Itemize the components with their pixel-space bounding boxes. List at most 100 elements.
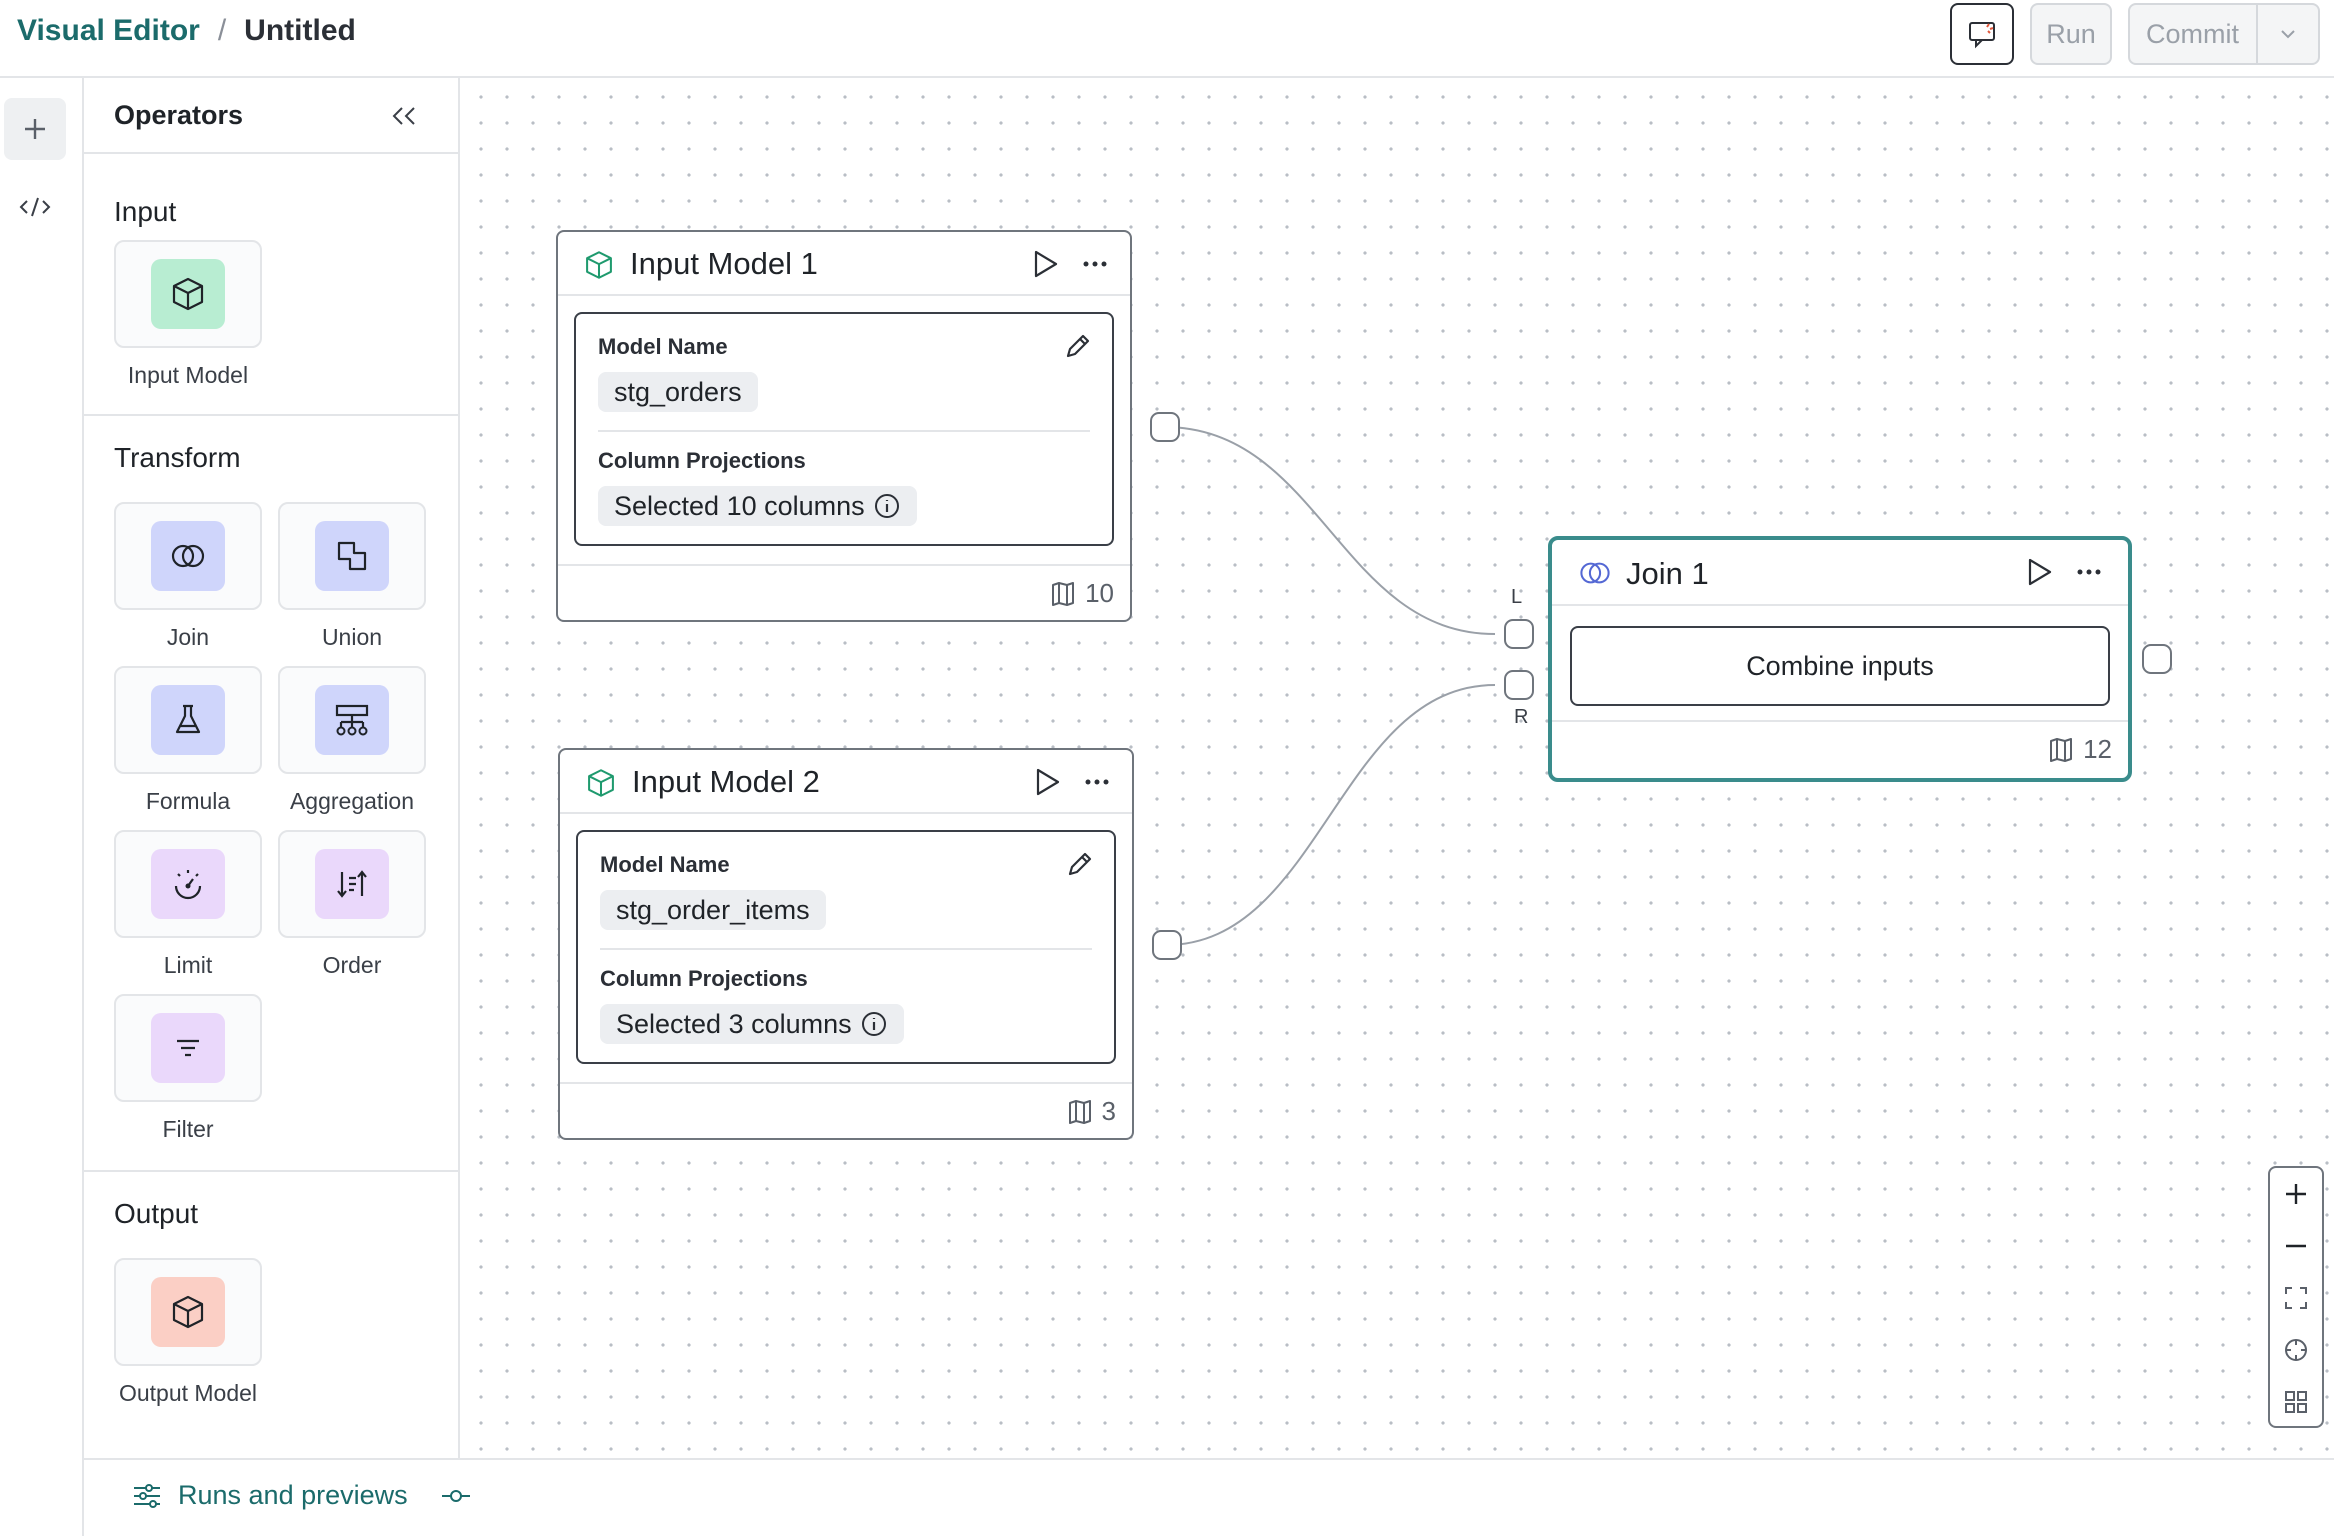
column-count-value: 10 (1085, 578, 1114, 608)
column-count-value: 3 (1101, 1096, 1116, 1126)
pencil-icon[interactable] (1064, 848, 1096, 880)
output-port-join-1[interactable] (2142, 644, 2172, 674)
crosshair-icon (2285, 1339, 2307, 1361)
section-title-input: Input (114, 196, 177, 227)
zoom-in-button[interactable] (2270, 1168, 2322, 1220)
left-port-label: L (1511, 586, 1523, 608)
operator-tile[interactable] (114, 666, 262, 774)
node-input-model-2[interactable]: Input Model 2 Model Name stg_order_items… (558, 748, 1134, 1140)
chevron-down-icon (2281, 30, 2295, 39)
column-projections-label: Column Projections (598, 448, 806, 473)
model-name-chip: stg_order_items (600, 890, 826, 930)
pin-panel-icon[interactable] (440, 1484, 472, 1508)
operator-tile[interactable] (278, 830, 426, 938)
add-operator-button[interactable] (4, 98, 66, 160)
operator-input-model[interactable]: Input Model (114, 240, 262, 389)
info-icon[interactable] (873, 492, 901, 520)
operator-tile[interactable] (114, 1258, 262, 1366)
operator-tile[interactable] (114, 830, 262, 938)
transform-section: Transform Join Union Form (84, 416, 458, 1172)
operator-tile[interactable] (114, 994, 262, 1102)
left-rail (0, 78, 84, 1536)
operator-limit[interactable]: Limit (114, 830, 262, 979)
grid-icon (2285, 1391, 2307, 1413)
breadcrumb: Visual Editor / Untitled (17, 14, 356, 48)
operator-label: Limit (163, 952, 213, 978)
edge-input1-to-join-left (1163, 426, 1496, 635)
input-port-left[interactable] (1504, 619, 1534, 649)
cube-icon (151, 1277, 225, 1347)
breadcrumb-separator: / (217, 14, 227, 47)
zoom-controls (2268, 1166, 2324, 1428)
operator-filter[interactable]: Filter (114, 994, 262, 1143)
breadcrumb-visual-editor[interactable]: Visual Editor (17, 14, 200, 47)
operator-tile[interactable] (278, 666, 426, 774)
column-projections-chip[interactable]: Selected 3 columns (600, 1004, 904, 1044)
fit-view-button[interactable] (2270, 1272, 2322, 1324)
combine-inputs-button[interactable]: Combine inputs (1570, 626, 2110, 706)
feedback-icon (1969, 22, 1995, 49)
node-config-card[interactable]: Model Name stg_order_items Column Projec… (576, 830, 1116, 1064)
operator-label: Formula (145, 788, 231, 814)
feedback-button[interactable] (1950, 3, 2014, 65)
operator-tile[interactable] (114, 240, 262, 348)
operator-aggregation[interactable]: Aggregation (278, 666, 426, 815)
page-title[interactable]: Untitled (244, 14, 356, 47)
operator-output-model[interactable]: Output Model (114, 1258, 262, 1407)
model-name-label: Model Name (598, 334, 728, 359)
play-icon[interactable] (1030, 248, 1060, 280)
operator-tile[interactable] (114, 502, 262, 610)
runs-icon (134, 1483, 160, 1508)
column-projections-label: Column Projections (600, 966, 808, 991)
operator-union[interactable]: Union (278, 502, 426, 651)
output-port-input-model-2[interactable] (1152, 930, 1182, 960)
commit-label: Commit (2146, 18, 2239, 49)
play-icon[interactable] (1032, 766, 1062, 798)
node-title: Input Model 2 (632, 764, 820, 799)
zoom-out-button[interactable] (2270, 1220, 2322, 1272)
node-header: Input Model 2 (560, 750, 1132, 814)
operator-tile[interactable] (278, 502, 426, 610)
run-button[interactable]: Run (2030, 3, 2112, 65)
column-count: 3 (1066, 1096, 1116, 1127)
output-port-input-model-1[interactable] (1150, 412, 1180, 442)
node-footer: 3 (560, 1082, 1132, 1138)
column-count: 10 (1049, 578, 1114, 609)
more-options-icon[interactable] (1082, 766, 1112, 798)
join-icon (1580, 562, 1610, 584)
operator-join[interactable]: Join (114, 502, 262, 651)
minus-icon (2286, 1244, 2306, 1248)
column-projections-value: Selected 3 columns (616, 1008, 852, 1039)
more-options-icon[interactable] (1080, 248, 1110, 280)
play-icon[interactable] (2024, 556, 2054, 588)
operator-order[interactable]: Order (278, 830, 426, 979)
cube-icon (588, 769, 614, 797)
columns-icon (1052, 581, 1075, 606)
node-title: Input Model 1 (630, 246, 818, 281)
operator-label: Output Model (118, 1380, 258, 1406)
column-projections-chip[interactable]: Selected 10 columns (598, 486, 917, 526)
operator-formula[interactable]: Formula (114, 666, 262, 815)
right-port-label: R (1514, 706, 1529, 728)
pencil-icon[interactable] (1062, 330, 1094, 362)
collapse-panel-icon[interactable] (386, 100, 422, 132)
node-input-model-1[interactable]: Input Model 1 Model Name stg_orders Colu… (556, 230, 1132, 622)
input-port-right[interactable] (1504, 670, 1534, 700)
center-view-button[interactable] (2270, 1324, 2322, 1376)
node-join-1[interactable]: Join 1 Combine inputs 12 (1548, 536, 2132, 782)
runs-and-previews-button[interactable]: Runs and previews (130, 1480, 408, 1511)
commit-dropdown-toggle[interactable] (2256, 5, 2318, 63)
operator-label: Order (322, 952, 382, 978)
node-header: Input Model 1 (558, 232, 1130, 296)
more-options-icon[interactable] (2074, 556, 2104, 588)
minimap-toggle-button[interactable] (2270, 1376, 2322, 1428)
node-config-card[interactable]: Model Name stg_orders Column Projections… (574, 312, 1114, 546)
columns-icon (1068, 1099, 1091, 1124)
commit-button[interactable]: Commit (2128, 3, 2320, 65)
node-title: Join 1 (1626, 556, 1709, 591)
operator-label: Filter (162, 1116, 214, 1142)
columns-icon (2050, 737, 2073, 762)
info-icon[interactable] (860, 1010, 888, 1038)
code-view-button[interactable] (4, 176, 66, 238)
flow-canvas[interactable]: Input Model 1 Model Name stg_orders Colu… (460, 78, 2334, 1458)
